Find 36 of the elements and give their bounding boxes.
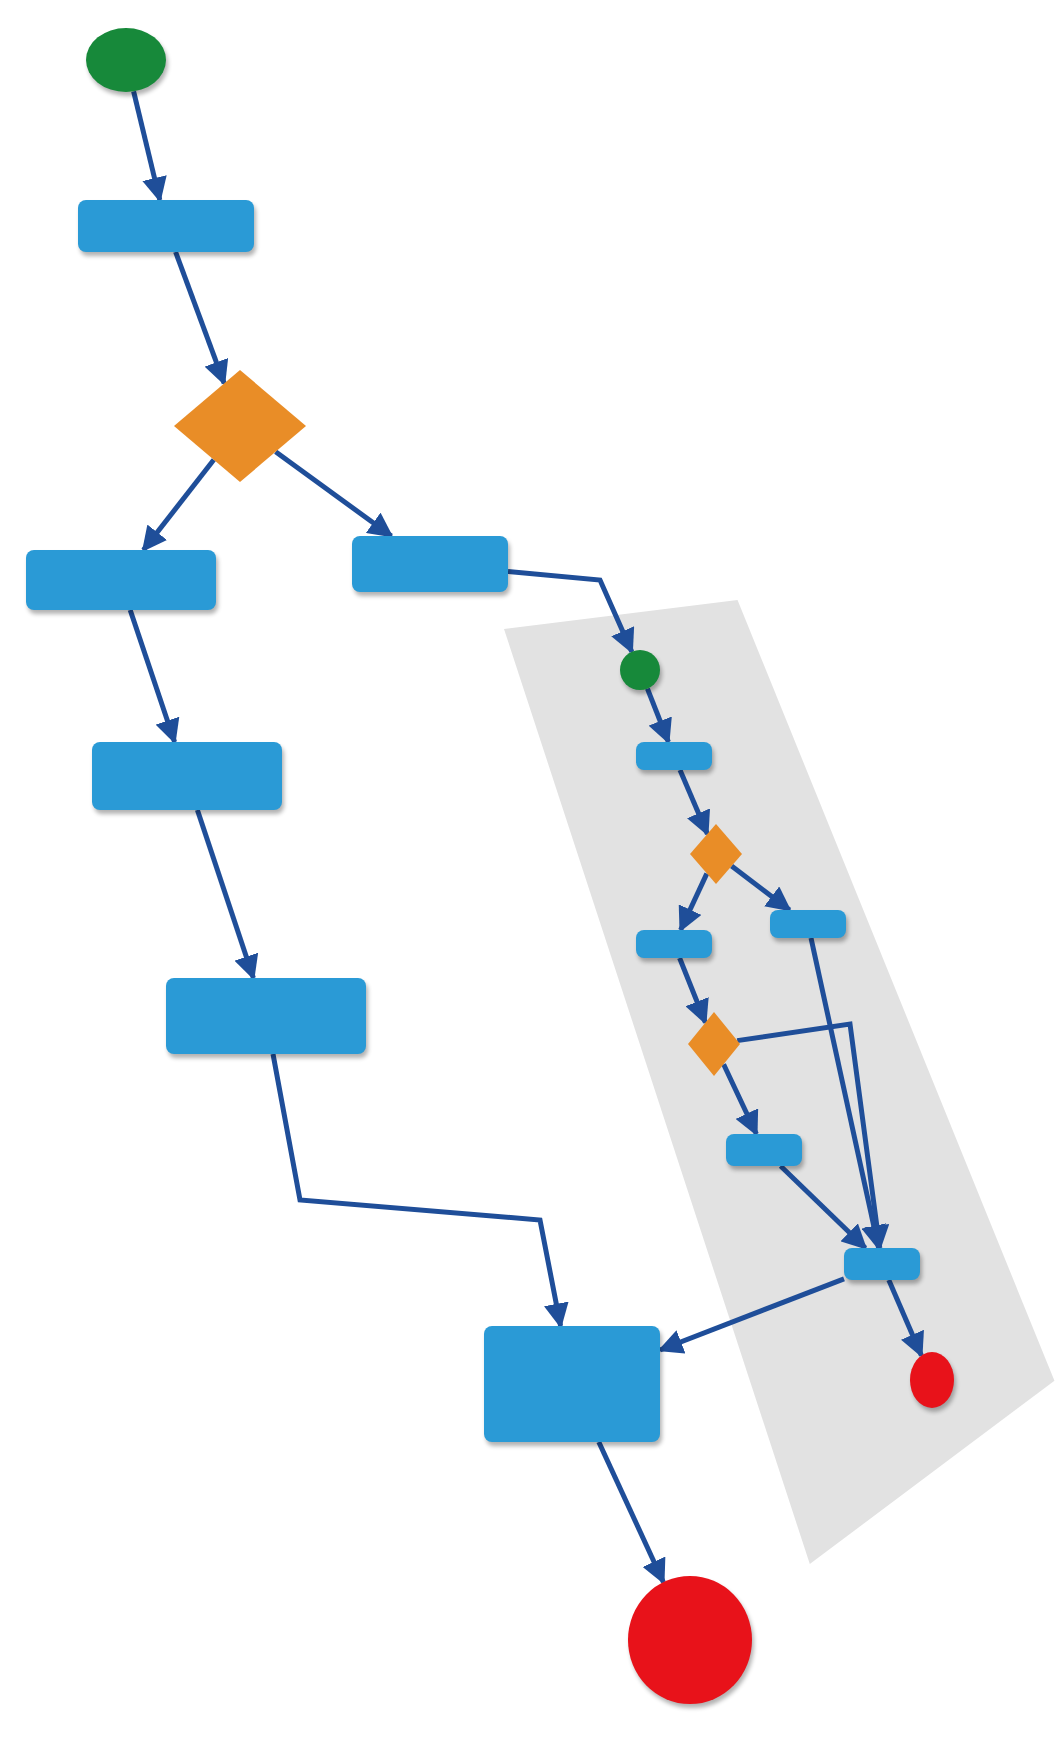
arrow [886,1279,924,1358]
arrow [678,872,710,933]
arrow [195,809,259,981]
arrow [274,449,394,539]
arrow [270,1053,569,1329]
terminal-circle [86,28,166,92]
arrow [808,937,886,1251]
arrow [131,90,167,203]
process-box [78,200,254,252]
process-box [770,910,846,938]
process-box [352,536,508,592]
arrow [127,609,180,745]
terminal-circle [910,1352,954,1408]
arrow [677,769,711,837]
process-box [726,1134,802,1166]
process-box [484,1326,660,1442]
arrow [657,1276,845,1354]
process-box [166,978,366,1054]
terminal-circle [620,650,660,690]
terminal-circle [628,1576,752,1704]
arrow [141,458,216,552]
process-box [636,930,712,958]
arrow [677,957,709,1025]
process-box [844,1248,920,1280]
arrow [173,251,229,386]
arrow [730,864,792,912]
process-box [25,550,215,610]
shaded-panel [504,600,1060,1564]
arrow [645,687,672,745]
process-box [91,742,281,810]
process-box [636,742,712,770]
arrow [596,1440,666,1585]
arrow [778,1164,868,1250]
arrow [507,568,635,655]
arrow [736,1021,890,1251]
arrow [721,1063,759,1137]
